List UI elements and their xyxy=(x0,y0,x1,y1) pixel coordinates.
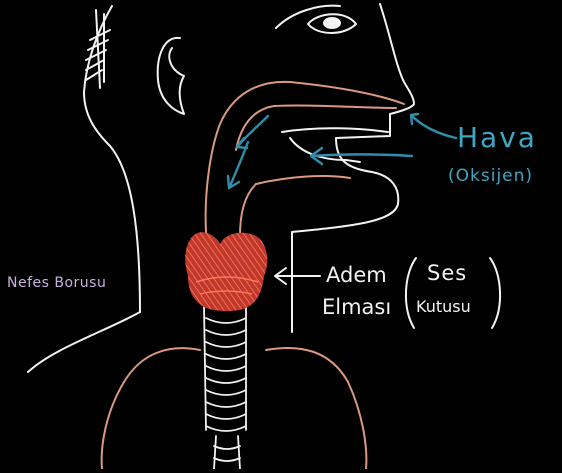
trachea xyxy=(204,306,246,469)
air-arrow-mouth xyxy=(312,155,412,157)
neck-back xyxy=(110,146,140,312)
ear xyxy=(158,38,184,114)
kutusu-label: Kutusu xyxy=(416,299,471,315)
hair-strands xyxy=(86,10,110,88)
air-arrow-nose xyxy=(412,116,456,138)
tongue xyxy=(256,176,350,184)
chin xyxy=(336,138,398,204)
lung-right xyxy=(266,348,366,469)
ses-label: Ses xyxy=(427,263,467,284)
oksijen-label: (Oksijen) xyxy=(448,168,533,185)
larynx xyxy=(185,232,267,311)
adem-label: Adem xyxy=(326,265,387,286)
shoulder-left xyxy=(28,312,140,372)
throat-front xyxy=(240,184,256,236)
air-arrow-throat xyxy=(230,142,248,186)
nasal-roof xyxy=(206,82,404,232)
lung-left xyxy=(102,348,200,469)
face-profile xyxy=(336,4,414,138)
eye-icon xyxy=(308,14,356,33)
elmasi-label: Elması xyxy=(322,297,391,318)
larynx-pointer-arrow xyxy=(275,268,320,284)
hava-label: Hava xyxy=(457,124,537,152)
mouth xyxy=(282,128,388,162)
back-of-head xyxy=(84,6,112,146)
nefes-borusu-label: Nefes Borusu xyxy=(7,276,106,290)
